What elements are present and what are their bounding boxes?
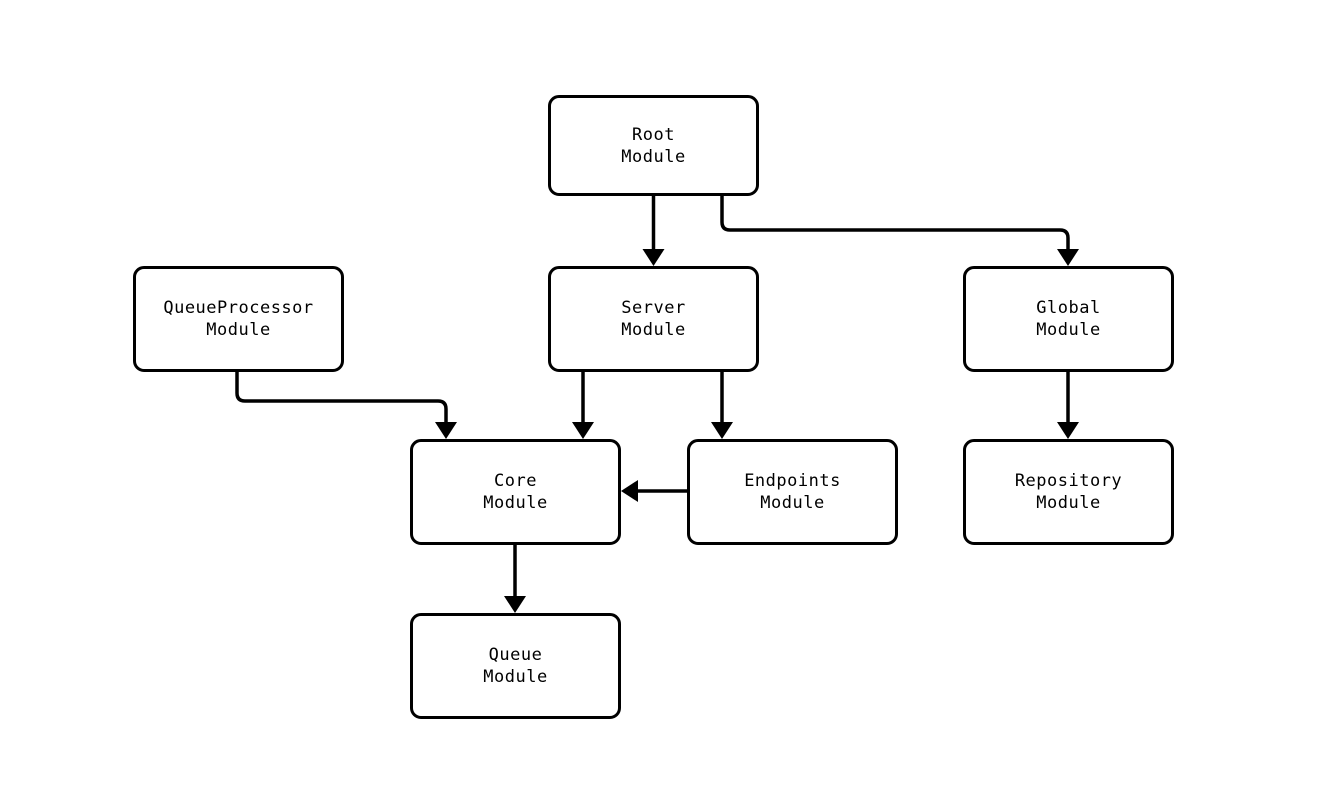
core-module-label-line1: Core xyxy=(494,471,537,491)
global-module-label-line2: Module xyxy=(1036,320,1101,340)
endpoints-module[interactable]: Endpoints Module xyxy=(687,439,898,545)
endpoints-module-label-line1: Endpoints xyxy=(744,471,841,491)
queue-module-label-line1: Queue xyxy=(488,645,543,665)
queueprocessor-module-label-line2: Module xyxy=(206,320,271,340)
repository-module[interactable]: Repository Module xyxy=(963,439,1174,545)
root-module-label-line1: Root xyxy=(632,124,675,145)
core-module[interactable]: Core Module xyxy=(410,439,621,545)
server-module-label-line2: Module xyxy=(621,320,686,340)
endpoints-module-label-line2: Module xyxy=(760,493,825,513)
global-module[interactable]: Global Module xyxy=(963,266,1174,372)
core-module-label-line2: Module xyxy=(483,493,548,513)
global-module-label-line1: Global xyxy=(1036,298,1101,318)
edge-root-to-global-arrowhead xyxy=(1057,249,1079,266)
queueprocessor-module[interactable]: QueueProcessor Module xyxy=(133,266,344,372)
edge-server-to-core-arrowhead xyxy=(572,422,594,439)
edge-core-to-queue-arrowhead xyxy=(504,596,526,613)
server-module-label-line1: Server xyxy=(621,298,686,318)
server-module[interactable]: Server Module xyxy=(548,266,759,372)
edge-root-to-global xyxy=(720,196,1070,252)
root-module[interactable]: Root Module xyxy=(548,95,759,196)
repository-module-label-line2: Module xyxy=(1036,493,1101,513)
edge-global-to-repository-arrowhead xyxy=(1057,422,1079,439)
queue-module-label-line2: Module xyxy=(483,667,548,687)
edge-queueprocessor-to-core-arrowhead xyxy=(435,422,457,439)
queueprocessor-module-label-line1: QueueProcessor xyxy=(163,298,314,318)
repository-module-label-line1: Repository xyxy=(1014,471,1123,491)
edge-server-to-endpoints-arrowhead xyxy=(711,422,733,439)
edge-root-to-server-arrowhead xyxy=(642,249,665,266)
edge-queueprocessor-to-core xyxy=(235,372,448,425)
root-module-label-line2: Module xyxy=(621,146,686,167)
queue-module[interactable]: Queue Module xyxy=(410,613,621,719)
edge-endpoints-to-core-arrowhead xyxy=(621,480,638,502)
